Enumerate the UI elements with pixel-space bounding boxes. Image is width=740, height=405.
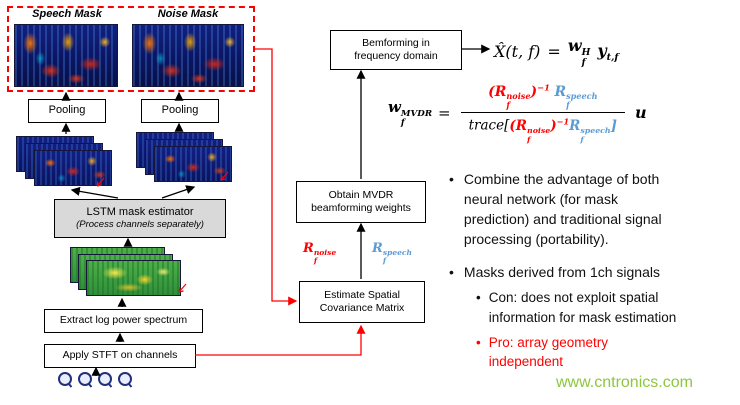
lstm-subtitle: (Process channels separately) [76,219,204,231]
watermark: www.cntronics.com [556,374,693,391]
sub-bullet-list: • Con: does not exploit spatial informat… [476,288,717,371]
estimate-covariance-box: Estimate Spatial Covariance Matrix [299,281,425,323]
arrow-masks-to-estimate [255,48,298,306]
channel-stack-left [16,136,113,187]
arrow-stft-to-estimate [195,324,366,356]
u-vector-term: u [635,103,647,123]
mask-output-frame [7,6,255,92]
beamform-label: Bemforming in frequency domain [354,36,438,62]
log-power-spectrogram [86,260,181,296]
arrow-lstm-to-stack-right [161,185,196,199]
lstm-title: LSTM mask estimator [86,205,194,218]
bullet-item: • Combine the advantage of both neural n… [449,170,717,250]
channel-spectrogram [34,150,112,186]
log-power-stack [70,247,182,297]
lstm-mask-estimator-box: LSTM mask estimator (Process channels se… [54,199,226,238]
bullet-marker: • [476,290,481,306]
bullet-text-masks: Masks derived from 1ch signals [463,263,660,280]
microphone-icon [78,372,93,388]
sub-bullet-item: • Pro: array geometry independent [476,333,717,371]
estimate-label: Estimate Spatial Covariance Matrix [319,288,405,314]
xhat-term: X̂(t, f) [494,42,541,62]
stft-label: Apply STFT on channels [62,349,178,362]
equals-sign: = [438,103,451,122]
microphone-icon [118,372,133,388]
extract-log-power-box: Extract log power spectrum [44,309,203,333]
sub-bullet-pro: Pro: array geometry independent [488,334,609,369]
sub-bullet-item: • Con: does not exploit spatial informat… [476,288,717,326]
channel-spectrogram [154,146,232,182]
channel-stack-right [136,132,233,183]
microphone-icon [98,372,113,388]
bullet-item: • Masks derived from 1ch signals [449,263,717,283]
bullet-marker: • [449,263,454,280]
bullet-text-combine: Combine the advantage of both neural net… [463,171,662,247]
microphone-array [57,371,133,395]
apply-stft-box: Apply STFT on channels [44,344,196,368]
pooling-left-label: Pooling [48,104,86,117]
pooling-right-box: Pooling [141,99,219,123]
y-term: yt,f [597,40,619,63]
arrow-lstm-to-stack-left [70,186,119,199]
sub-bullet-con: Con: does not exploit spatial informatio… [488,290,677,325]
bullet-marker: • [476,334,481,350]
speech-mask-spectrogram [14,24,118,87]
equals-sign: = [547,42,561,62]
microphone-icon [58,372,73,388]
obtain-mvdr-box: Obtain MVDR beamforming weights [296,181,426,223]
bullet-list: • Combine the advantage of both neural n… [449,170,717,377]
obtain-label: Obtain MVDR beamforming weights [311,188,411,214]
bullet-marker: • [449,171,454,187]
pooling-left-box: Pooling [28,99,106,123]
beamforming-box: Bemforming in frequency domain [330,30,462,70]
noise-mask-spectrogram [132,24,244,87]
noise-mask-label: Noise Mask [157,8,219,20]
pooling-right-label: Pooling [161,104,199,117]
extract-label: Extract log power spectrum [59,314,188,327]
speech-mask-label: Speech Mask [32,8,102,20]
